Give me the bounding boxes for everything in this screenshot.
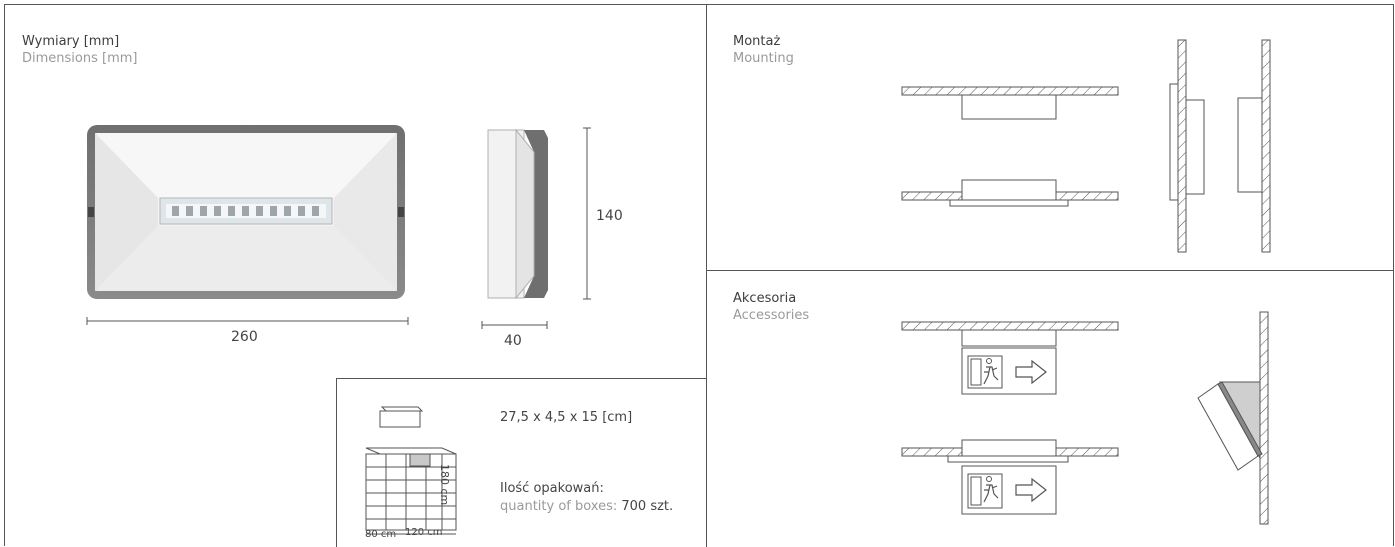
pallet-height-label: 180 cm — [438, 464, 451, 506]
accessories-title: Akcesoria — [733, 291, 797, 306]
ceiling-recessed-mount-diagram — [901, 179, 1119, 207]
depth-dimension-line — [481, 321, 548, 329]
recessed-pictogram-accessory-diagram — [901, 439, 1119, 515]
quantity-label-en: quantity of boxes: — [500, 499, 618, 514]
vertical-divider — [706, 4, 707, 547]
wall-surface-mount-diagram — [1169, 39, 1205, 253]
horizontal-divider — [706, 270, 1394, 271]
height-value: 140 — [596, 208, 623, 224]
outer-frame — [4, 4, 1394, 546]
ceiling-pictogram-accessory-diagram — [901, 321, 1119, 395]
accessories-subtitle: Accessories — [733, 308, 810, 323]
luminaire-side-view — [487, 128, 548, 300]
pallet-width-label: 120 cm — [405, 527, 443, 538]
pallet-depth-label: 80 cm — [365, 529, 397, 540]
pallet-icon — [365, 447, 457, 535]
luminaire-front-view — [87, 125, 405, 299]
packaging-panel — [336, 378, 707, 547]
dimensions-title: Wymiary [mm] — [22, 34, 120, 49]
depth-value: 40 — [504, 333, 522, 349]
wall-recessed-mount-diagram — [1237, 39, 1271, 253]
width-value: 260 — [231, 329, 258, 345]
ceiling-surface-mount-diagram — [901, 86, 1119, 120]
wall-angle-bracket-accessory-diagram — [1197, 311, 1269, 525]
dimensions-subtitle: Dimensions [mm] — [22, 51, 138, 66]
box-size: 27,5 x 4,5 x 15 [cm] — [500, 410, 633, 425]
mounting-subtitle: Mounting — [733, 51, 794, 66]
height-dimension-line — [583, 127, 591, 300]
quantity-line: quantity of boxes: 700 szt. — [500, 499, 673, 514]
single-box-icon — [379, 406, 424, 428]
mounting-title: Montaż — [733, 34, 781, 49]
quantity-value: 700 szt. — [621, 499, 674, 514]
width-dimension-line — [86, 317, 409, 325]
quantity-label: Ilość opakowań: — [500, 481, 604, 496]
